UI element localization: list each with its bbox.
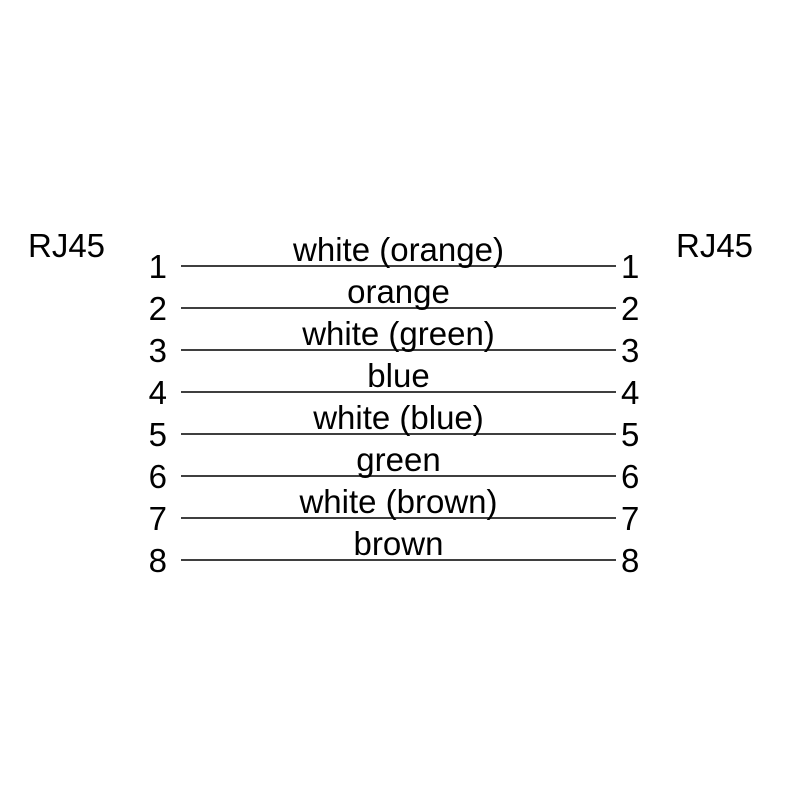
- pin-number-left: 6: [148, 458, 167, 495]
- pin-number-right: 4: [621, 374, 640, 411]
- wire-line: [181, 433, 616, 435]
- wire-color-label: blue: [367, 357, 430, 394]
- pin-number-right: 8: [621, 542, 640, 579]
- pin-number-left: 1: [148, 248, 167, 285]
- pin-number-right: 1: [621, 248, 640, 285]
- pin-number-left: 2: [148, 290, 167, 327]
- wire-color-label: white (blue): [313, 399, 484, 436]
- wire-line: [181, 265, 616, 267]
- wire-line: [181, 391, 616, 393]
- wire-color-label: white (orange): [293, 231, 504, 268]
- pin-number-left: 8: [148, 542, 167, 579]
- wire-color-label: brown: [353, 525, 444, 562]
- wire-color-label: green: [356, 441, 441, 478]
- right-connector-label: RJ45: [676, 227, 754, 264]
- wire-line: [181, 475, 616, 477]
- wire-line: [181, 517, 616, 519]
- wire-line: [181, 307, 616, 309]
- wire-line: [181, 349, 616, 351]
- wire-color-label: orange: [347, 273, 450, 310]
- wire-color-label: white (green): [302, 315, 495, 352]
- pin-number-left: 7: [148, 500, 167, 537]
- pin-number-right: 5: [621, 416, 640, 453]
- pin-number-left: 5: [148, 416, 167, 453]
- wire-line: [181, 559, 616, 561]
- pin-number-left: 3: [148, 332, 167, 369]
- left-connector-label: RJ45: [28, 227, 106, 264]
- pin-number-right: 2: [621, 290, 640, 327]
- pin-number-left: 4: [148, 374, 167, 411]
- pin-number-right: 3: [621, 332, 640, 369]
- pin-number-right: 7: [621, 500, 640, 537]
- pin-number-right: 6: [621, 458, 640, 495]
- wire-color-label: white (brown): [299, 483, 498, 520]
